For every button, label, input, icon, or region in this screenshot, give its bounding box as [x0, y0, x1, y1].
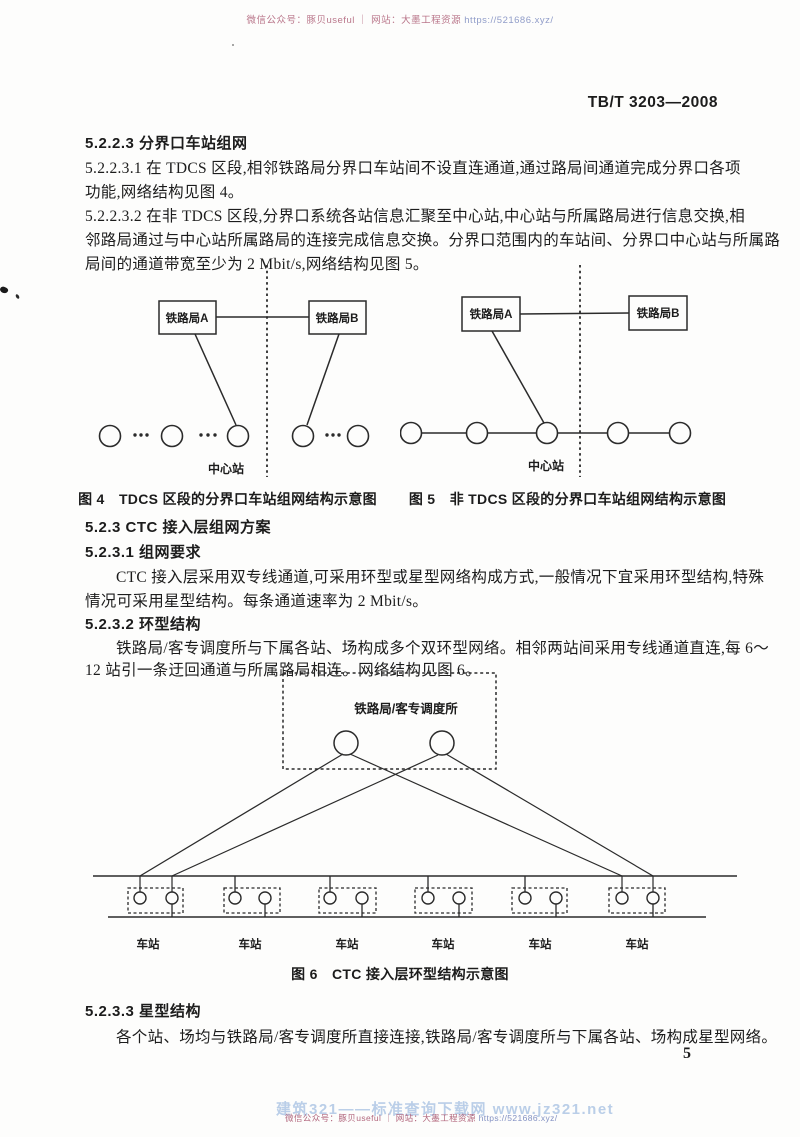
- doc-number: TB/T 3203—2008: [587, 94, 718, 111]
- dispatcher-label: 铁路局/客专调度所: [354, 701, 458, 716]
- figure4-shapes: [98, 265, 370, 477]
- para-5-2-3-1-line2: 情况可采用星型结构。每条通道速率为 2 Mbit/s。: [85, 593, 429, 610]
- station-circles: [98, 424, 370, 448]
- watermark-top: 微信公众号：豚贝useful ｜ 网站：大墨工程资源 https://52168…: [0, 12, 800, 26]
- center-station-label: 中心站: [208, 461, 244, 476]
- heading-5-2-3: 5.2.3 CTC 接入层组网方案: [85, 519, 272, 536]
- watermark-top-url: https://521686.xyz/: [464, 15, 554, 26]
- node-stubs: [171, 876, 654, 917]
- figure5-diagram: 铁路局A 铁路局B 中心站: [400, 265, 692, 477]
- para-5-2-3-2-line1: 铁路局/客专调度所与下属各站、场构成多个双环型网络。相邻两站间采用专线通道直连,…: [116, 640, 770, 657]
- para-5-2-2-3-2-line1: 5.2.2.3.2 在非 TDCS 区段,分界口系统各站信息汇聚至中心站,中心站…: [85, 208, 746, 225]
- scan-speck: [14, 293, 21, 300]
- station-label: 车站: [432, 937, 455, 951]
- station-labels: 车站 车站 车站 车站 车站 车站: [137, 937, 649, 951]
- figure4-caption: 图 4 TDCS 区段的分界口车站组网结构示意图: [78, 491, 377, 507]
- figure4-diagram: 铁路局A 铁路局B 中心站: [98, 265, 370, 477]
- para-5-2-3-1-line1: CTC 接入层采用双专线通道,可采用环型或星型网络构成方式,一般情况下宜采用环型…: [116, 569, 765, 586]
- dispatcher-dashed-box: [282, 672, 497, 770]
- station-node-circles: [133, 891, 660, 905]
- para-5-2-3-2-line2: 12 站引一条迂回通道与所属路局相连。网络结构见图 6。: [85, 662, 481, 679]
- ellipsis-dots: [133, 433, 341, 437]
- station-dashed-boxes: [127, 887, 666, 914]
- heading-5-2-3-1: 5.2.3.1 组网要求: [85, 544, 202, 561]
- dispatcher-nodes: [333, 730, 455, 756]
- watermark-bottom-small: 微信公众号：豚贝useful ｜ 网站：大墨工程资源 https://52168…: [285, 1112, 558, 1124]
- figure6-shapes: [93, 672, 737, 918]
- bypass-channels: [139, 753, 654, 892]
- para-5-2-2-3-1-line2: 功能,网络结构见图 4。: [85, 184, 244, 201]
- figure6-diagram: 铁路局/客专调度所 车站 车站 车站 车站 车站 车站: [93, 672, 737, 951]
- para-5-2-3-3-line1: 各个站、场均与铁路局/客专调度所直接连接,铁路局/客专调度所与下属各站、场构成星…: [116, 1029, 778, 1046]
- station-label: 车站: [626, 937, 649, 951]
- station-label: 车站: [529, 937, 552, 951]
- watermark-top-text: 微信公众号：豚贝useful ｜ 网站：大墨工程资源: [246, 15, 462, 26]
- scan-speck: [0, 285, 9, 295]
- heading-5-2-2-3: 5.2.2.3 分界口车站组网: [85, 135, 248, 152]
- station-label: 车站: [239, 937, 262, 951]
- watermark-bottom-url: https://521686.xyz/: [478, 1113, 558, 1123]
- watermark-bottom-text: 微信公众号：豚贝useful ｜ 网站：大墨工程资源: [285, 1113, 476, 1123]
- railway-bureau-a-label: 铁路局A: [470, 307, 513, 321]
- page-number: 5: [683, 1045, 691, 1062]
- para-5-2-2-3-1-line1: 5.2.2.3.1 在 TDCS 区段,相邻铁路局分界口车站间不设直连通道,通过…: [85, 160, 741, 177]
- railway-bureau-b-label: 铁路局B: [637, 306, 680, 320]
- railway-bureau-a-label: 铁路局A: [166, 311, 209, 325]
- center-station-label: 中心站: [528, 458, 564, 473]
- figure5-caption: 图 5 非 TDCS 区段的分界口车站组网结构示意图: [408, 491, 727, 507]
- ring-bus-lines: [93, 875, 737, 918]
- railway-bureau-b-label: 铁路局B: [316, 311, 359, 325]
- scan-speck: [232, 44, 234, 46]
- watermark-bottom-site: 建筑321——标准查询下载网 www.jz321.net: [276, 1101, 615, 1118]
- figure6-caption: 图 6 CTC 接入层环型结构示意图: [291, 966, 509, 982]
- para-5-2-2-3-2-line3: 局间的通道带宽至少为 2 Mbit/s,网络结构见图 5。: [85, 256, 429, 273]
- figure5-shapes: [400, 265, 692, 477]
- station-label: 车站: [336, 937, 359, 951]
- para-5-2-2-3-2-line2: 邻路局通过与中心站所属路局的连接完成信息交换。分界口范围内的车站间、分界口中心站…: [85, 232, 781, 249]
- heading-5-2-3-3: 5.2.3.3 星型结构: [85, 1003, 202, 1020]
- heading-5-2-3-2: 5.2.3.2 环型结构: [85, 616, 202, 633]
- station-label: 车站: [137, 937, 160, 951]
